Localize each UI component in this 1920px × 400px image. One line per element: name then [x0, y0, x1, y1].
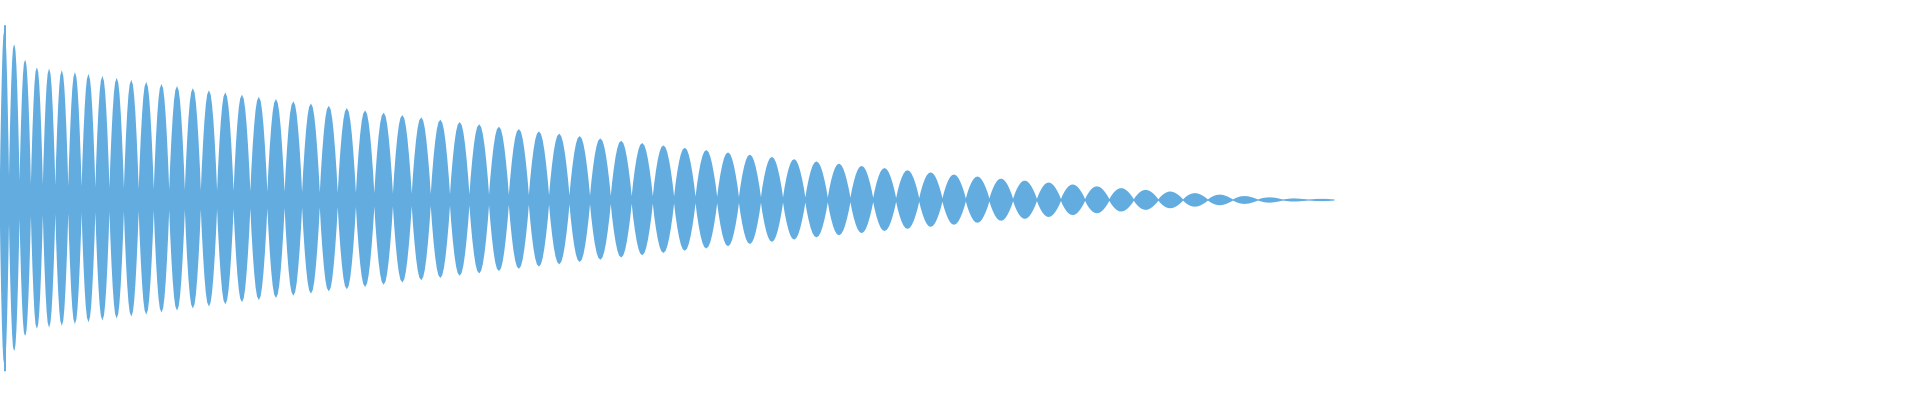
waveform-amplitude-path — [0, 31, 1335, 364]
